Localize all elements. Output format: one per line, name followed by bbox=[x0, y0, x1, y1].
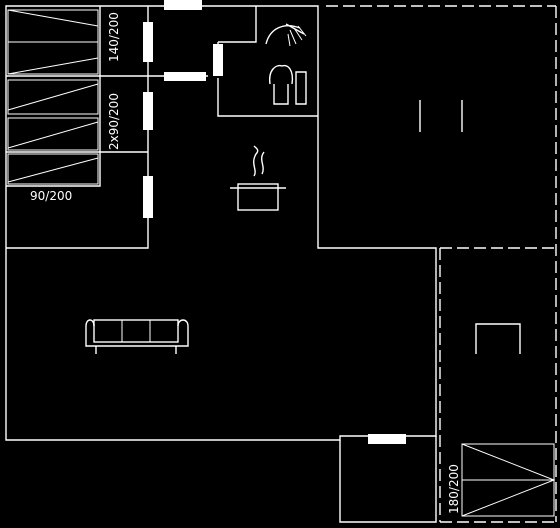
toilet-icon bbox=[268, 64, 307, 105]
table-icon bbox=[419, 100, 463, 132]
door-terrace bbox=[368, 434, 406, 444]
door-bathroom bbox=[213, 44, 223, 76]
doors bbox=[143, 0, 406, 444]
bed-double-right bbox=[461, 443, 556, 517]
shower-icon bbox=[265, 23, 307, 47]
terrace-outline bbox=[326, 5, 557, 523]
cooking-pot-icon bbox=[230, 145, 286, 211]
bed-double-left bbox=[7, 9, 99, 75]
terrace-table bbox=[475, 323, 521, 354]
door-hall-1 bbox=[143, 22, 153, 62]
label-bed-90: 90/200 bbox=[30, 189, 72, 203]
outer-walls bbox=[5, 5, 437, 523]
door-hall-3 bbox=[143, 92, 153, 130]
sofa-icon bbox=[85, 319, 189, 354]
label-bed-140: 140/200 bbox=[107, 12, 121, 62]
door-hall-4 bbox=[143, 176, 153, 218]
bed-bunk-left bbox=[7, 79, 99, 151]
door-top bbox=[164, 0, 202, 10]
door-hall-2 bbox=[164, 72, 206, 81]
label-bed-2x90: 2x90/200 bbox=[107, 93, 121, 150]
bed-single-left bbox=[7, 153, 99, 185]
label-bed-180: 180/200 bbox=[447, 464, 461, 514]
